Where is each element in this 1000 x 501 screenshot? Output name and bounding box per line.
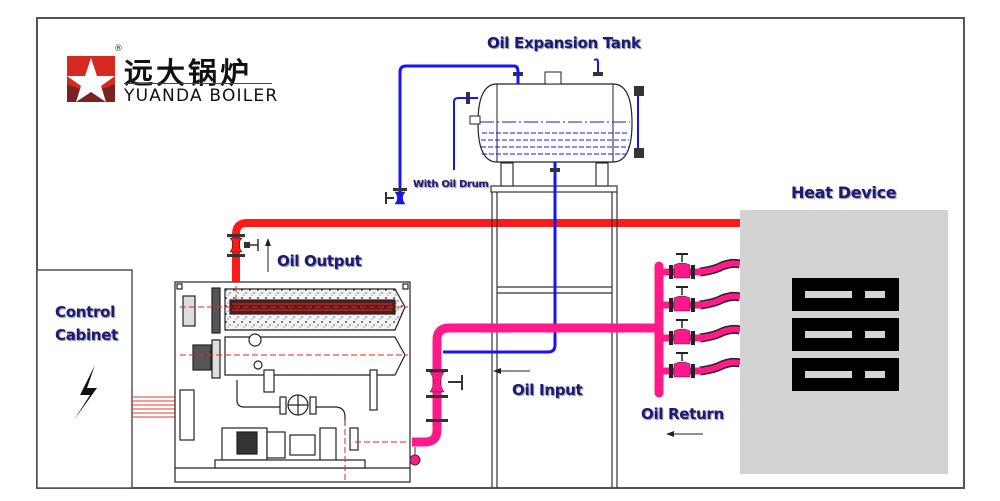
oil-return-label: Oil Return [641, 405, 724, 423]
expansion-tank-label: Oil Expansion Tank [487, 34, 641, 52]
return-valve [673, 361, 691, 378]
brand-name-en: YUANDA BOILER [124, 86, 279, 106]
registered-mark: ® [114, 44, 123, 54]
tank-stand [490, 162, 618, 488]
return-valve [673, 295, 691, 312]
return-branch [662, 253, 742, 279]
outer-frame [36, 17, 965, 489]
oil-output-pipe [227, 219, 740, 282]
heat-device-label: Heat Device [791, 183, 897, 202]
control-cabinet [36, 269, 133, 489]
control-cabinet-label-1: Control [55, 303, 115, 321]
return-branch [662, 286, 742, 312]
oil-drum-label: With Oil Drum [413, 179, 489, 190]
radiator-row [792, 318, 899, 351]
expansion-pipes [398, 64, 557, 354]
control-cabinet-label-2: Cabinet [55, 326, 118, 344]
drum-valve [385, 188, 407, 205]
return-valve [673, 262, 691, 279]
brand-name-cn: 远大锅炉 [124, 56, 253, 90]
expansion-tank [466, 58, 644, 163]
lightning-bolt-icon [74, 365, 97, 420]
radiator-icon [792, 278, 899, 391]
brand-divider [124, 83, 272, 84]
oil-output-label: Oil Output [277, 252, 362, 270]
return-branches [662, 253, 742, 378]
radiator-row [792, 278, 899, 311]
oil-input-label: Oil Input [512, 381, 583, 399]
star-logo-icon [67, 56, 115, 102]
return-branch [662, 352, 742, 378]
return-branch [662, 319, 742, 345]
radiator-row [792, 358, 899, 391]
boiler-unit [174, 281, 411, 483]
oil-return-pipe [409, 261, 664, 466]
return-valve [673, 328, 691, 345]
